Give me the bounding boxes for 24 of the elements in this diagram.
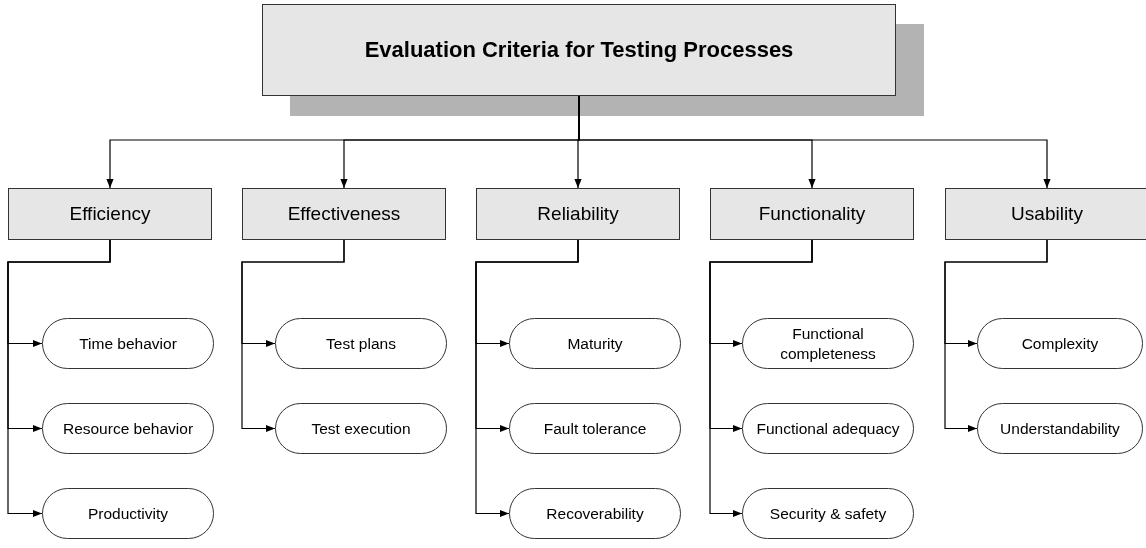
criterion-pill: Complexity: [977, 318, 1143, 369]
title-box: Evaluation Criteria for Testing Processes: [262, 4, 896, 96]
category-box: Functionality: [710, 188, 914, 240]
connector-arrow: [709, 239, 813, 518]
connector-arrow: [944, 239, 1048, 433]
criterion-pill: Recoverability: [509, 488, 681, 539]
criterion-pill: Functional completeness: [742, 318, 914, 369]
category-box: Efficiency: [8, 188, 212, 240]
criterion-pill: Test execution: [275, 403, 447, 454]
connector-arrow: [7, 239, 111, 518]
category-box: Usability: [945, 188, 1146, 240]
criterion-pill: Understandability: [977, 403, 1143, 454]
connector-arrow: [241, 239, 345, 433]
connector-arrow: [475, 239, 579, 518]
criterion-pill: Maturity: [509, 318, 681, 369]
criterion-pill: Productivity: [42, 488, 214, 539]
category-box: Reliability: [476, 188, 680, 240]
criterion-pill: Fault tolerance: [509, 403, 681, 454]
category-box: Effectiveness: [242, 188, 446, 240]
criterion-pill: Time behavior: [42, 318, 214, 369]
criterion-pill: Security & safety: [742, 488, 914, 539]
criterion-pill: Test plans: [275, 318, 447, 369]
criterion-pill: Resource behavior: [42, 403, 214, 454]
criterion-pill: Functional adequacy: [742, 403, 914, 454]
